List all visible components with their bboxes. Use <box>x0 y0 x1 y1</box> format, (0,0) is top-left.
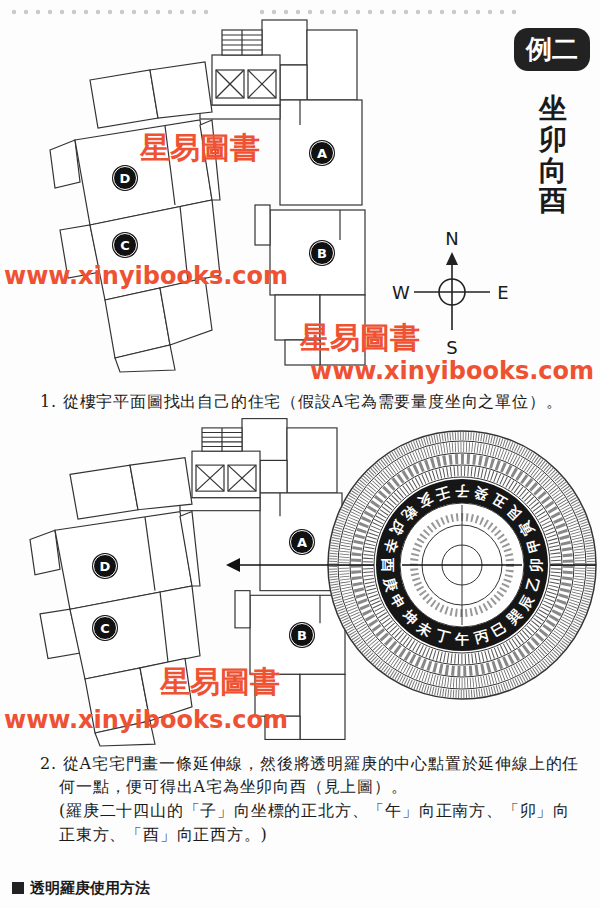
watermark: www.xinyibooks.com <box>4 706 288 734</box>
footer-title: 透明羅庚使用方法 <box>30 879 150 898</box>
mountain-character: 子 <box>453 482 471 500</box>
node-label: B <box>317 247 327 260</box>
unit-marker: A <box>290 530 314 554</box>
mountain-character: 午 <box>453 630 471 648</box>
node-label: A <box>317 147 327 160</box>
note-text: (羅庚二十四山的「子」向坐標的正北方、「午」向正南方、「卯」向正東方、「酉」向正… <box>59 799 585 845</box>
node-label: A <box>297 536 307 549</box>
vertical-heading: 坐卯向酉 <box>539 94 567 217</box>
node-label: B <box>297 629 307 642</box>
node-label: C <box>100 622 110 635</box>
mountain-character: 卯 <box>527 556 545 574</box>
unit-marker: B <box>310 241 334 265</box>
unit-marker: D <box>113 166 137 190</box>
unit-marker: A <box>310 141 334 165</box>
watermark: www.xinyibooks.com <box>310 357 594 385</box>
step-text: 2. 從A宅宅門畫一條延伸線，然後將透明羅庚的中心點置於延伸線上的任何一點，便可… <box>40 752 585 798</box>
unit-marker: D <box>93 554 117 578</box>
watermark: 星易圖書 <box>140 128 260 169</box>
example-tab: 例二 <box>514 28 590 71</box>
step-text: 1. 從樓宇平面圖找出自己的住宅（假設A宅為需要量度坐向之單位）。 <box>40 390 585 413</box>
compass-letter: W <box>392 282 410 303</box>
compass-letter: E <box>497 282 508 303</box>
mountain-character: 酉 <box>379 556 397 574</box>
node-label: C <box>120 239 130 252</box>
unit-marker: C <box>93 616 117 640</box>
unit-marker: C <box>113 233 137 257</box>
compass-letter: S <box>446 337 457 358</box>
watermark: 星易圖書 <box>160 662 280 703</box>
watermark: www.xinyibooks.com <box>4 262 288 290</box>
unit-marker: B <box>290 623 314 647</box>
watermark: 星易圖書 <box>300 318 420 359</box>
node-label: D <box>100 560 111 573</box>
node-label: 例二 <box>526 35 578 64</box>
compass-letter: N <box>445 228 458 249</box>
node-label: D <box>120 172 131 185</box>
